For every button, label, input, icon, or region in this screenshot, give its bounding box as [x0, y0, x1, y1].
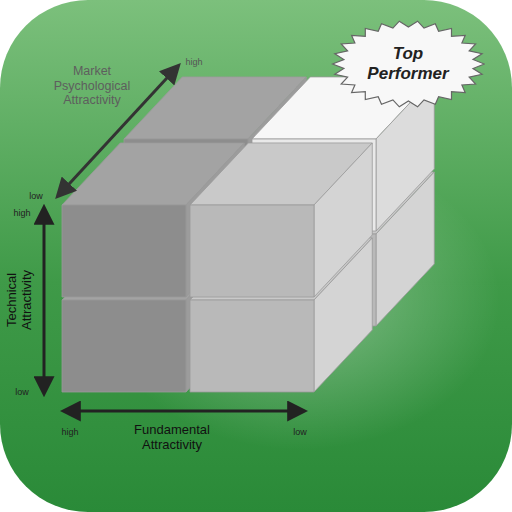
cube-face [62, 205, 186, 297]
axis-title: Fundamental Attractivity [122, 423, 222, 453]
axis-end-label: low [21, 191, 51, 201]
axis-end-label: low [7, 387, 37, 397]
axis-end-label: high [55, 427, 85, 437]
fundamental-axis-arrow [64, 410, 304, 413]
cube-face [190, 300, 314, 392]
cube-face [314, 143, 372, 297]
technical-axis-arrow [43, 208, 46, 393]
axis-end-label: high [174, 57, 214, 67]
axis-title: Market Psychological Attractivity [37, 64, 147, 107]
starburst-badge: Top Performer [331, 20, 486, 108]
axis-end-label: low [285, 427, 315, 437]
axis-end-label: high [7, 208, 37, 218]
badge-text: Top Performer [360, 44, 456, 83]
cube-face [190, 205, 314, 297]
starburst-outline [332, 21, 484, 107]
cube-face [62, 300, 186, 392]
cube-stack [62, 77, 434, 392]
axis-title: Technical Attractivity [5, 255, 35, 345]
